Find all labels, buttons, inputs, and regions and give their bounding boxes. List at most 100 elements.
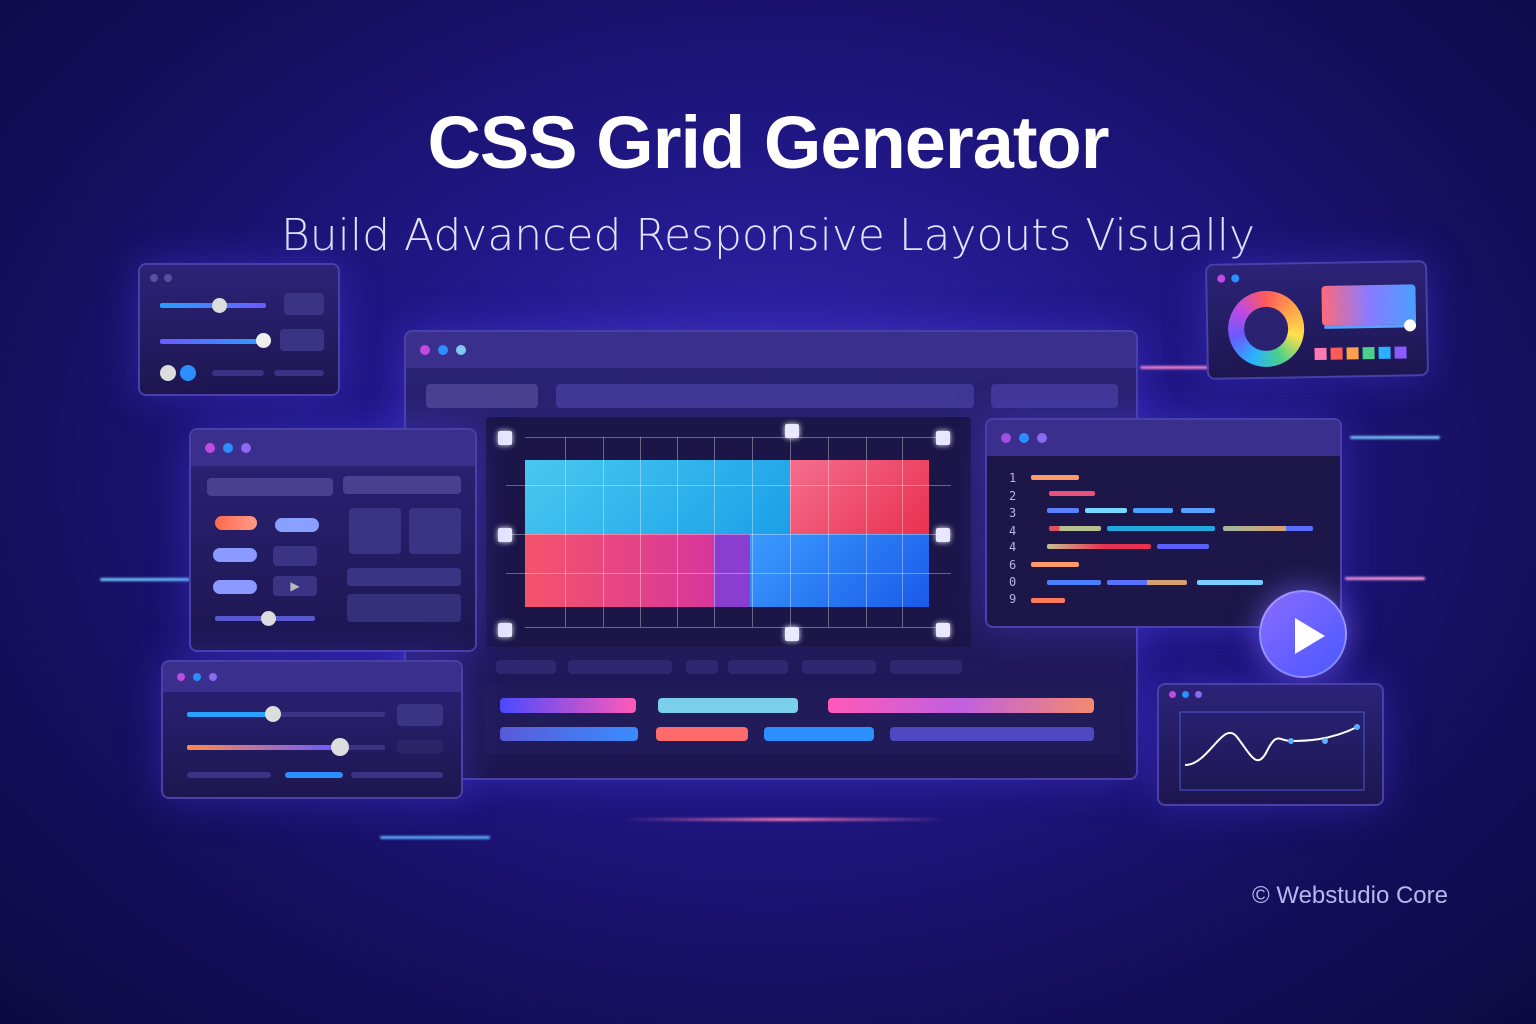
toolbar-block[interactable] xyxy=(426,384,538,408)
light-streak xyxy=(1345,577,1425,580)
placeholder-line xyxy=(212,370,264,376)
light-streak xyxy=(620,818,950,821)
resize-handle[interactable] xyxy=(498,431,512,445)
toggle-switch[interactable] xyxy=(213,580,257,594)
tab-block[interactable] xyxy=(802,660,876,674)
timeline-track[interactable] xyxy=(764,727,874,741)
toolbar-input[interactable] xyxy=(556,384,974,408)
icon-tile[interactable] xyxy=(349,508,401,554)
line-chart-icon xyxy=(1179,711,1365,791)
slider[interactable] xyxy=(187,712,385,717)
gradient-preview[interactable] xyxy=(1321,284,1417,326)
slider[interactable] xyxy=(187,745,385,750)
line-number: 3 xyxy=(1009,506,1017,520)
swatch[interactable] xyxy=(1362,347,1375,360)
grid-canvas[interactable] xyxy=(486,417,971,647)
play-small-icon[interactable]: ▶ xyxy=(273,576,317,596)
icon-button[interactable] xyxy=(273,546,317,566)
tab-block[interactable] xyxy=(686,660,718,674)
line-number: 4 xyxy=(1009,524,1017,538)
grid-cell[interactable] xyxy=(714,534,750,607)
line-number: 4 xyxy=(1009,540,1017,554)
play-icon xyxy=(1295,618,1325,654)
placeholder-line xyxy=(274,370,324,376)
window-titlebar xyxy=(406,332,1136,368)
timeline-track[interactable] xyxy=(500,727,638,741)
line-number: 0 xyxy=(1009,575,1017,589)
resize-handle[interactable] xyxy=(785,424,799,438)
toggle-switch[interactable] xyxy=(213,548,257,562)
slider-thumb[interactable] xyxy=(212,298,227,313)
swatch[interactable] xyxy=(1378,346,1391,359)
code-token xyxy=(1133,508,1173,513)
color-wheel-icon[interactable] xyxy=(1227,290,1305,368)
value-box[interactable] xyxy=(280,329,324,351)
timeline-track[interactable] xyxy=(500,698,636,713)
slider-thumb[interactable] xyxy=(265,706,281,722)
light-streak xyxy=(100,578,190,581)
resize-handle[interactable] xyxy=(936,623,950,637)
code-token xyxy=(1181,508,1215,513)
line-number: 1 xyxy=(1009,471,1017,485)
controls-panel: ▶ xyxy=(189,428,477,652)
slider-thumb[interactable] xyxy=(261,611,276,626)
toolbar-block[interactable] xyxy=(991,384,1118,408)
tab-block[interactable] xyxy=(728,660,788,674)
value-box[interactable] xyxy=(284,293,324,315)
swatch[interactable] xyxy=(1314,347,1327,361)
grid-cell[interactable] xyxy=(750,534,929,607)
tab-block[interactable] xyxy=(568,660,672,674)
play-button[interactable] xyxy=(1259,590,1347,678)
line-number: 6 xyxy=(1009,558,1017,572)
code-token xyxy=(1031,475,1079,480)
toggle-dot[interactable] xyxy=(160,365,176,381)
window-dot xyxy=(456,345,466,355)
resize-handle[interactable] xyxy=(498,528,512,542)
toggle-dot[interactable] xyxy=(180,365,196,381)
color-swatches xyxy=(1314,346,1407,361)
slider-thumb[interactable] xyxy=(1404,319,1417,332)
swatch[interactable] xyxy=(1394,346,1407,359)
dropdown[interactable] xyxy=(343,476,461,494)
timeline-track[interactable] xyxy=(890,727,1094,741)
dropdown[interactable] xyxy=(347,568,461,586)
resize-handle[interactable] xyxy=(936,431,950,445)
code-token xyxy=(1049,491,1095,496)
slider-thumb[interactable] xyxy=(256,333,271,348)
tab-block[interactable] xyxy=(890,660,962,674)
grid-cell[interactable] xyxy=(790,460,929,534)
timeline-track[interactable] xyxy=(656,727,748,741)
code-token xyxy=(1223,526,1313,531)
code-token xyxy=(1047,580,1101,585)
grid-cell[interactable] xyxy=(525,534,714,607)
value-box[interactable] xyxy=(397,704,443,726)
color-row[interactable] xyxy=(347,594,461,622)
timeline-track[interactable] xyxy=(828,698,1094,713)
dropdown[interactable] xyxy=(207,478,333,496)
swatch[interactable] xyxy=(1346,347,1359,360)
grid-cell[interactable] xyxy=(525,460,790,534)
page-title: CSS Grid Generator xyxy=(427,101,1109,184)
window-dot xyxy=(420,345,430,355)
color-panel xyxy=(1205,260,1429,380)
resize-handle[interactable] xyxy=(936,528,950,542)
placeholder-line xyxy=(187,772,271,778)
slider-thumb[interactable] xyxy=(331,738,349,756)
light-streak xyxy=(1350,436,1440,439)
tab-block[interactable] xyxy=(496,660,556,674)
code-token xyxy=(1107,580,1187,585)
toggle-switch[interactable] xyxy=(215,516,257,530)
range-panel xyxy=(161,660,463,799)
timeline-track[interactable] xyxy=(658,698,798,713)
resize-handle[interactable] xyxy=(498,623,512,637)
toggle-switch[interactable] xyxy=(275,518,319,532)
swatch[interactable] xyxy=(1330,347,1343,360)
value-box[interactable] xyxy=(397,740,443,754)
code-token xyxy=(1047,508,1079,513)
slider[interactable] xyxy=(160,339,266,344)
slider[interactable] xyxy=(1324,324,1411,329)
icon-tile[interactable] xyxy=(409,508,461,554)
light-streak xyxy=(380,836,490,839)
code-token xyxy=(1049,526,1101,531)
resize-handle[interactable] xyxy=(785,627,799,641)
